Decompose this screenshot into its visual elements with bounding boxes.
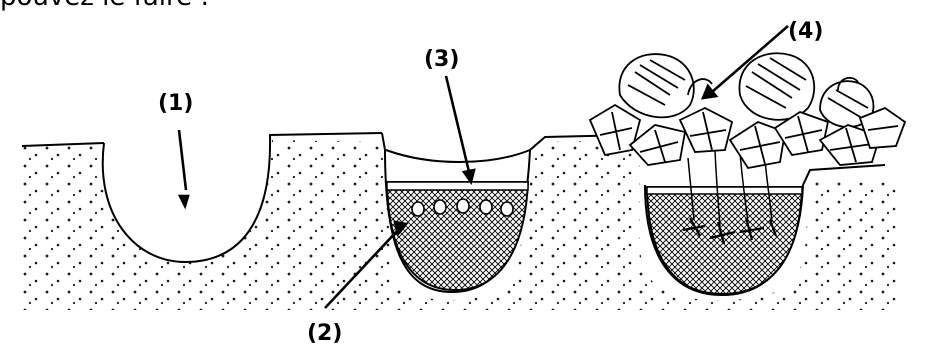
label-3: (3): [424, 47, 459, 72]
label-4: (4): [788, 19, 823, 44]
arrow-1: [179, 130, 186, 190]
label-2: (2): [307, 321, 342, 344]
hole-3-fill: [647, 150, 802, 294]
plant-foliage: [590, 53, 905, 168]
label-1: (1): [158, 91, 193, 116]
